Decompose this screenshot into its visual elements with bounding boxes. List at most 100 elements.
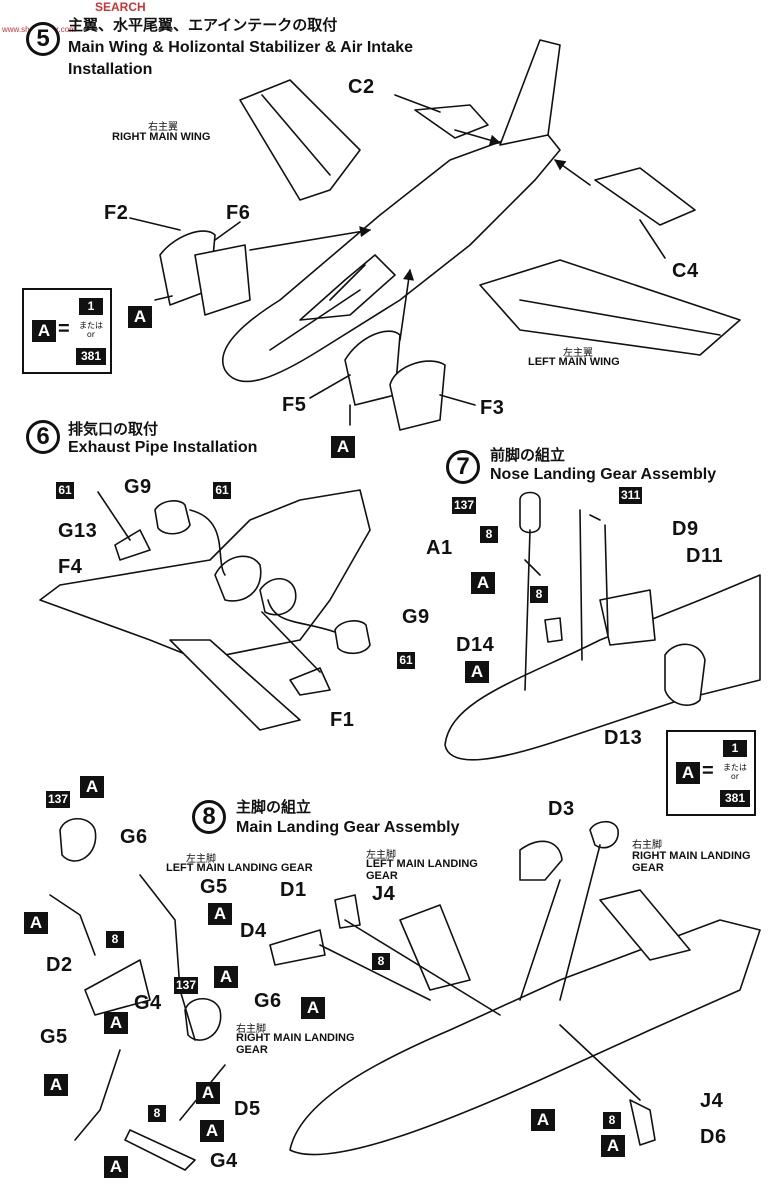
- marker-a: A: [331, 436, 355, 458]
- step7-title-jp: 前脚の組立: [490, 446, 566, 464]
- marker-a: A: [80, 776, 104, 798]
- part-label-d9: D9: [672, 518, 699, 540]
- step5-title-en-line1: Main Wing & Holizontal Stabilizer & Air …: [68, 39, 414, 56]
- legend-marker-a: A: [32, 320, 56, 342]
- right-main-gear2-en2: GEAR: [632, 862, 664, 874]
- paint-code-8: 8: [603, 1112, 621, 1129]
- part-label-d4: D4: [240, 920, 267, 942]
- marker-a: A: [196, 1082, 220, 1104]
- step5-title-en-line2: Installation: [68, 61, 153, 78]
- part-label-g6: G6: [120, 826, 148, 848]
- part-label-g9: G9: [124, 476, 152, 498]
- marker-a: A: [601, 1135, 625, 1157]
- part-label-d14: D14: [456, 634, 495, 656]
- part-label-g4: G4: [134, 992, 162, 1014]
- marker-a: A: [128, 306, 152, 328]
- part-label-g5: G5: [40, 1026, 68, 1048]
- legend-equals: =: [702, 760, 714, 782]
- step5-airframe: [129, 39, 741, 431]
- paint-code-8: 8: [530, 586, 548, 603]
- part-label-g4: G4: [210, 1150, 238, 1172]
- marker-a: A: [471, 572, 495, 594]
- paint-code-8: 8: [106, 931, 124, 948]
- paint-code-381: 381: [720, 790, 750, 807]
- right-main-wing-jp: 右主翼: [148, 122, 178, 133]
- part-label-d3: D3: [548, 798, 575, 820]
- left-main-gear2-en2: GEAR: [366, 870, 398, 882]
- right-main-gear-en1: RIGHT MAIN LANDING: [236, 1032, 355, 1044]
- marker-a: A: [465, 661, 489, 683]
- part-label-d2: D2: [46, 954, 73, 976]
- marker-a: A: [104, 1012, 128, 1034]
- part-label-j4: J4: [700, 1090, 724, 1112]
- left-main-gear2-jp: 左主脚: [366, 850, 396, 861]
- marker-a: A: [208, 903, 232, 925]
- part-label-f2: F2: [104, 202, 129, 224]
- paint-code-8: 8: [148, 1105, 166, 1122]
- right-main-wing-en: RIGHT MAIN WING: [112, 131, 211, 143]
- part-label-g13: G13: [58, 520, 98, 542]
- paint-code-8: 8: [372, 953, 390, 970]
- legend-marker-a: A: [676, 762, 700, 784]
- part-label-f1: F1: [330, 709, 355, 731]
- paint-code-381: 381: [76, 348, 106, 365]
- paint-code-1: 1: [723, 740, 747, 757]
- paint-code-8: 8: [480, 526, 498, 543]
- legend-or-jp: または: [723, 763, 747, 772]
- step8-number: 8: [192, 800, 226, 834]
- part-label-f3: F3: [480, 397, 505, 419]
- right-main-gear2-en1: RIGHT MAIN LANDING: [632, 850, 751, 862]
- step7-airframe: [444, 491, 761, 761]
- legend-or-en: or: [86, 330, 96, 339]
- part-label-g9: G9: [402, 606, 430, 628]
- step8-airframe: [49, 817, 761, 1171]
- step5-title-jp: 主翼、水平尾翼、エアインテークの取付: [68, 16, 338, 34]
- left-main-gear-en: LEFT MAIN LANDING GEAR: [166, 862, 313, 874]
- step6-title-en: Exhaust Pipe Installation: [68, 439, 258, 456]
- part-label-d6: D6: [700, 1126, 727, 1148]
- part-label-d1: D1: [280, 879, 307, 901]
- left-main-gear-jp: 左主脚: [186, 854, 216, 865]
- step7-title-en: Nose Landing Gear Assembly: [490, 466, 717, 483]
- step5-number: 5: [26, 22, 60, 56]
- paint-code-137: 137: [452, 497, 477, 514]
- paint-code-1: 1: [79, 298, 103, 315]
- part-label-f6: F6: [226, 202, 251, 224]
- step6-title-jp: 排気口の取付: [68, 420, 159, 438]
- part-label-c2: C2: [348, 76, 375, 98]
- step6-airframe: [39, 489, 371, 731]
- step7-number: 7: [446, 450, 480, 484]
- paint-code-61: 61: [56, 482, 74, 499]
- paint-code-61: 61: [213, 482, 231, 499]
- step6-number: 6: [26, 420, 60, 454]
- paint-code-137: 137: [174, 977, 199, 994]
- part-label-g5: G5: [200, 876, 228, 898]
- part-label-f5: F5: [282, 394, 307, 416]
- paint-code-61: 61: [397, 652, 415, 669]
- step8-title-en: Main Landing Gear Assembly: [236, 819, 460, 836]
- watermark-site: SEARCH: [95, 0, 146, 14]
- paint-code-137: 137: [46, 791, 71, 808]
- paint-code-311: 311: [619, 487, 643, 504]
- right-main-gear-jp: 右主脚: [236, 1024, 266, 1035]
- right-main-gear2-jp: 右主脚: [632, 840, 662, 851]
- part-label-d13: D13: [604, 727, 643, 749]
- marker-a: A: [214, 966, 238, 988]
- step8-title-jp: 主脚の組立: [236, 798, 312, 816]
- marker-a: A: [531, 1109, 555, 1131]
- marker-a: A: [44, 1074, 68, 1096]
- part-label-a1: A1: [426, 537, 453, 559]
- left-main-wing-jp: 左主翼: [563, 348, 593, 359]
- marker-a: A: [104, 1156, 128, 1178]
- legend-or-jp: または: [79, 321, 103, 330]
- marker-a: A: [200, 1120, 224, 1142]
- part-label-j4: J4: [372, 883, 396, 905]
- right-main-gear-en2: GEAR: [236, 1044, 268, 1056]
- part-label-d11: D11: [686, 545, 724, 567]
- part-label-c4: C4: [672, 260, 699, 282]
